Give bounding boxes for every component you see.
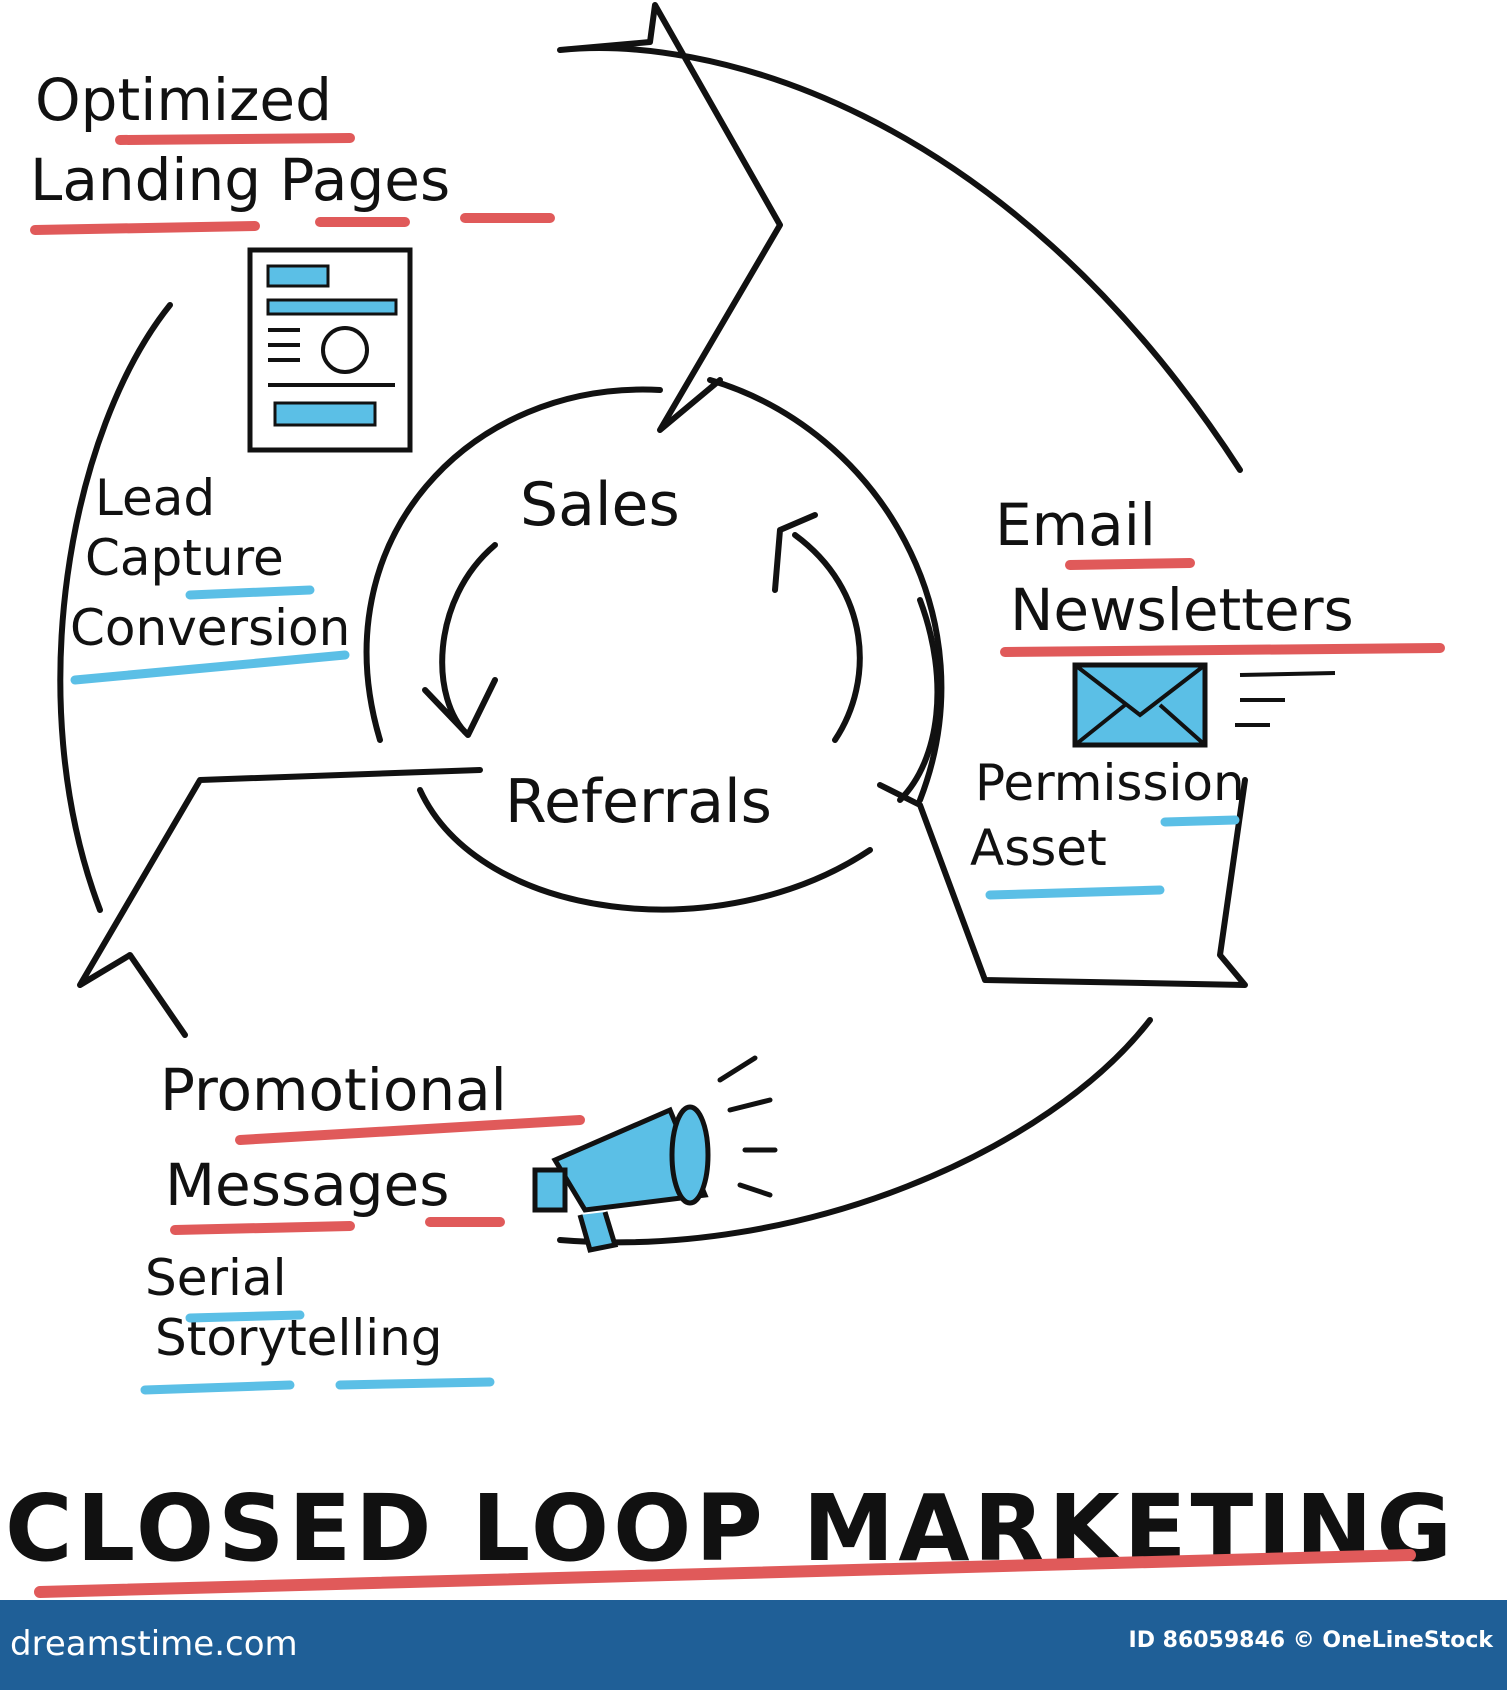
stage-sub-line: Permission <box>975 754 1245 812</box>
inner-arrow-right <box>772 512 863 743</box>
stage-sub-line: Lead <box>95 469 215 527</box>
blue-underline <box>140 1310 495 1395</box>
stage-heading-line: Landing Pages <box>30 146 450 214</box>
footer-site: dreamstime.com <box>10 1624 298 1664</box>
diagram-title: CLOSED LOOP MARKETING <box>5 1475 1456 1582</box>
stage-landing-pages: Optimized Landing Pages Lead Capture Con… <box>30 66 555 685</box>
outer-arrow-right-head <box>877 777 1248 988</box>
stage-heading-line: Email <box>995 491 1156 559</box>
blue-underline <box>70 585 350 685</box>
stage-heading-line: Promotional <box>160 1056 507 1124</box>
outer-arrow-right-arc <box>557 1017 1153 1246</box>
stage-sub-line: Conversion <box>70 599 350 657</box>
stage-heading-line: Optimized <box>35 66 332 134</box>
red-underline <box>1000 558 1445 657</box>
stage-promotional-messages: Promotional Messages Serial Storytelling <box>140 1055 778 1395</box>
landing-page-icon <box>247 247 413 453</box>
red-underline <box>170 1115 585 1235</box>
footer-credit: ID 86059846 © OneLineStock <box>1128 1628 1493 1653</box>
outer-arrow-left <box>77 767 483 1038</box>
megaphone-icon <box>532 1055 778 1253</box>
stage-heading-line: Messages <box>165 1151 449 1219</box>
stage-sub-line: Serial <box>145 1249 286 1307</box>
inner-circle-bottom <box>417 787 873 913</box>
outer-arrow-top-head <box>557 2 1243 473</box>
stage-sub-line: Asset <box>970 819 1107 877</box>
inner-circle-right <box>897 597 941 803</box>
center-label-referrals: Referrals <box>505 767 772 837</box>
red-underline <box>30 133 555 235</box>
closed-loop-diagram: Sales Referrals Optimized Landing Pages … <box>5 2 1456 1598</box>
footer-bar: dreamstime.com ID 86059846 © OneLineStoc… <box>0 1600 1507 1690</box>
inner-circle-top <box>363 386 663 743</box>
stage-sub-line: Capture <box>85 529 284 587</box>
stage-heading-line: Newsletters <box>1010 576 1354 644</box>
title-underline <box>34 1549 1416 1598</box>
envelope-icon <box>1072 662 1336 748</box>
outer-arrow-top <box>57 302 173 913</box>
blue-underline <box>985 815 1240 900</box>
center-label-sales: Sales <box>520 470 680 540</box>
inner-arrow-left <box>422 542 498 738</box>
outer-arrow-right <box>707 377 945 803</box>
stage-email-newsletters: Email Newsletters Permission Asset <box>970 491 1445 900</box>
